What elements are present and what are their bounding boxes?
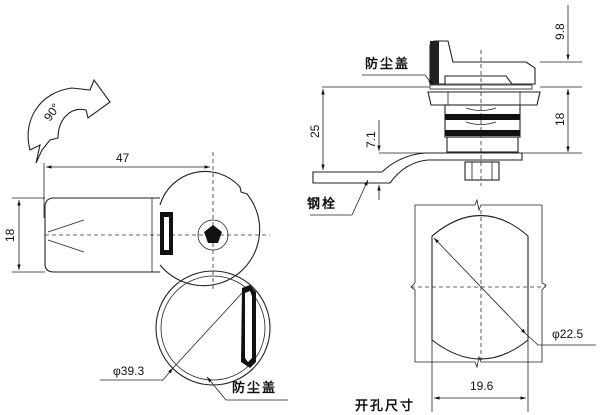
dim-body-height: 18 bbox=[553, 112, 567, 126]
cutout-title: 开孔尺寸 bbox=[355, 398, 415, 414]
dim-offset-7-1: 7.1 bbox=[364, 131, 378, 148]
dust-cover-label-left: 防尘盖 bbox=[232, 380, 277, 396]
dim-total-25: 25 bbox=[308, 124, 322, 138]
side-view: 9.8 18 防尘盖 25 7.1 钢栓 bbox=[307, 5, 582, 216]
rotation-view: 90° 47 18 φ39.3 防尘盖 bbox=[3, 78, 288, 401]
dust-cover-label-right: 防尘盖 bbox=[365, 56, 410, 72]
dim-cover-diameter: φ39.3 bbox=[113, 364, 144, 378]
rotation-arrow-icon bbox=[27, 78, 111, 164]
rotation-angle-label: 90° bbox=[41, 101, 63, 124]
dim-height-18: 18 bbox=[3, 228, 17, 242]
cutout-view: φ22.5 19.6 开孔尺寸 bbox=[355, 198, 596, 414]
steel-bolt-label: 钢栓 bbox=[307, 196, 337, 212]
dim-cutout-width: 19.6 bbox=[470, 379, 494, 393]
dim-cutout-diameter: φ22.5 bbox=[552, 327, 583, 341]
pentagon-key-icon bbox=[204, 225, 222, 243]
dust-cover-knob bbox=[429, 40, 536, 85]
dim-length-47: 47 bbox=[116, 151, 130, 165]
dim-cover-height: 9.8 bbox=[553, 23, 567, 40]
